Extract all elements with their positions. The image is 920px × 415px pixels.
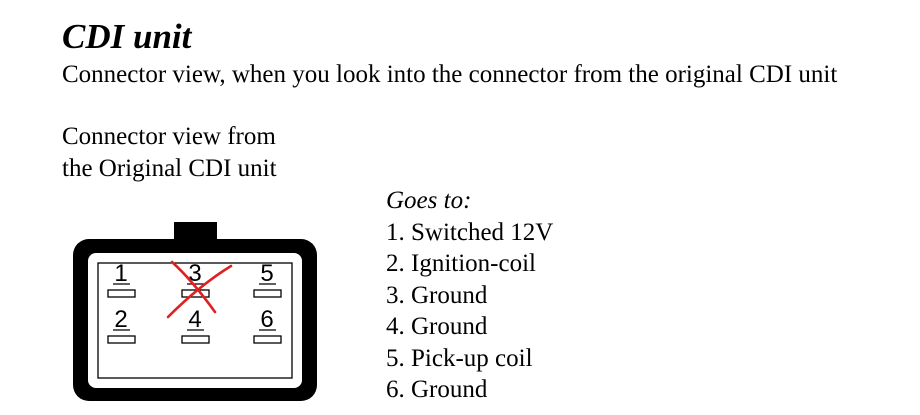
pin-contact-1	[107, 289, 136, 298]
pin-contact-2	[107, 335, 136, 344]
cross-stroke-1	[170, 260, 217, 314]
pin-label-6: 6	[260, 306, 273, 333]
pin-contact-4	[181, 335, 210, 344]
list-item-pin-5: 5. Pick-up coil	[386, 344, 533, 372]
pin-label-3: 3	[188, 260, 201, 287]
cdi-connector-diagram: 1 3 5 2 4 6	[73, 222, 317, 401]
pin-function-list: 1. Switched 12V 2. Ignition-coil 3. Grou…	[386, 217, 553, 406]
connector-face	[88, 253, 302, 388]
page-subtitle: Connector view, when you look into the c…	[62, 61, 838, 88]
connector-locking-tab	[174, 222, 217, 244]
pin-3-cross-mark	[166, 260, 233, 319]
pin-contact-6	[253, 335, 282, 344]
pin-label-2: 2	[114, 306, 127, 333]
list-item-pin-2: 2. Ignition-coil	[386, 250, 536, 277]
list-item-pin-1: 1. Switched 12V	[386, 218, 554, 246]
pin-label-1: 1	[114, 260, 127, 287]
pin-contact-5	[253, 289, 282, 298]
caption-line-2: the Original CDI unit	[62, 155, 277, 182]
list-item-pin-3: 3. Ground	[386, 281, 488, 309]
connector-pin-area	[97, 262, 293, 379]
connector-caption: Connector view from the Original CDI uni…	[62, 121, 277, 185]
cross-stroke-2	[166, 264, 233, 319]
list-item-pin-6: 6. Ground	[386, 376, 488, 403]
goes-to-list: Goes to: 1. Switched 12V 2. Ignition-coi…	[386, 185, 553, 406]
pin-contact-3	[181, 289, 210, 298]
list-item-pin-4: 4. Ground	[386, 313, 488, 340]
pin-label-5: 5	[260, 260, 273, 287]
goes-to-heading: Goes to:	[386, 187, 472, 214]
caption-line-1: Connector view from	[62, 123, 276, 150]
pin-label-4: 4	[188, 306, 201, 333]
page-title: CDI unit	[62, 17, 192, 56]
